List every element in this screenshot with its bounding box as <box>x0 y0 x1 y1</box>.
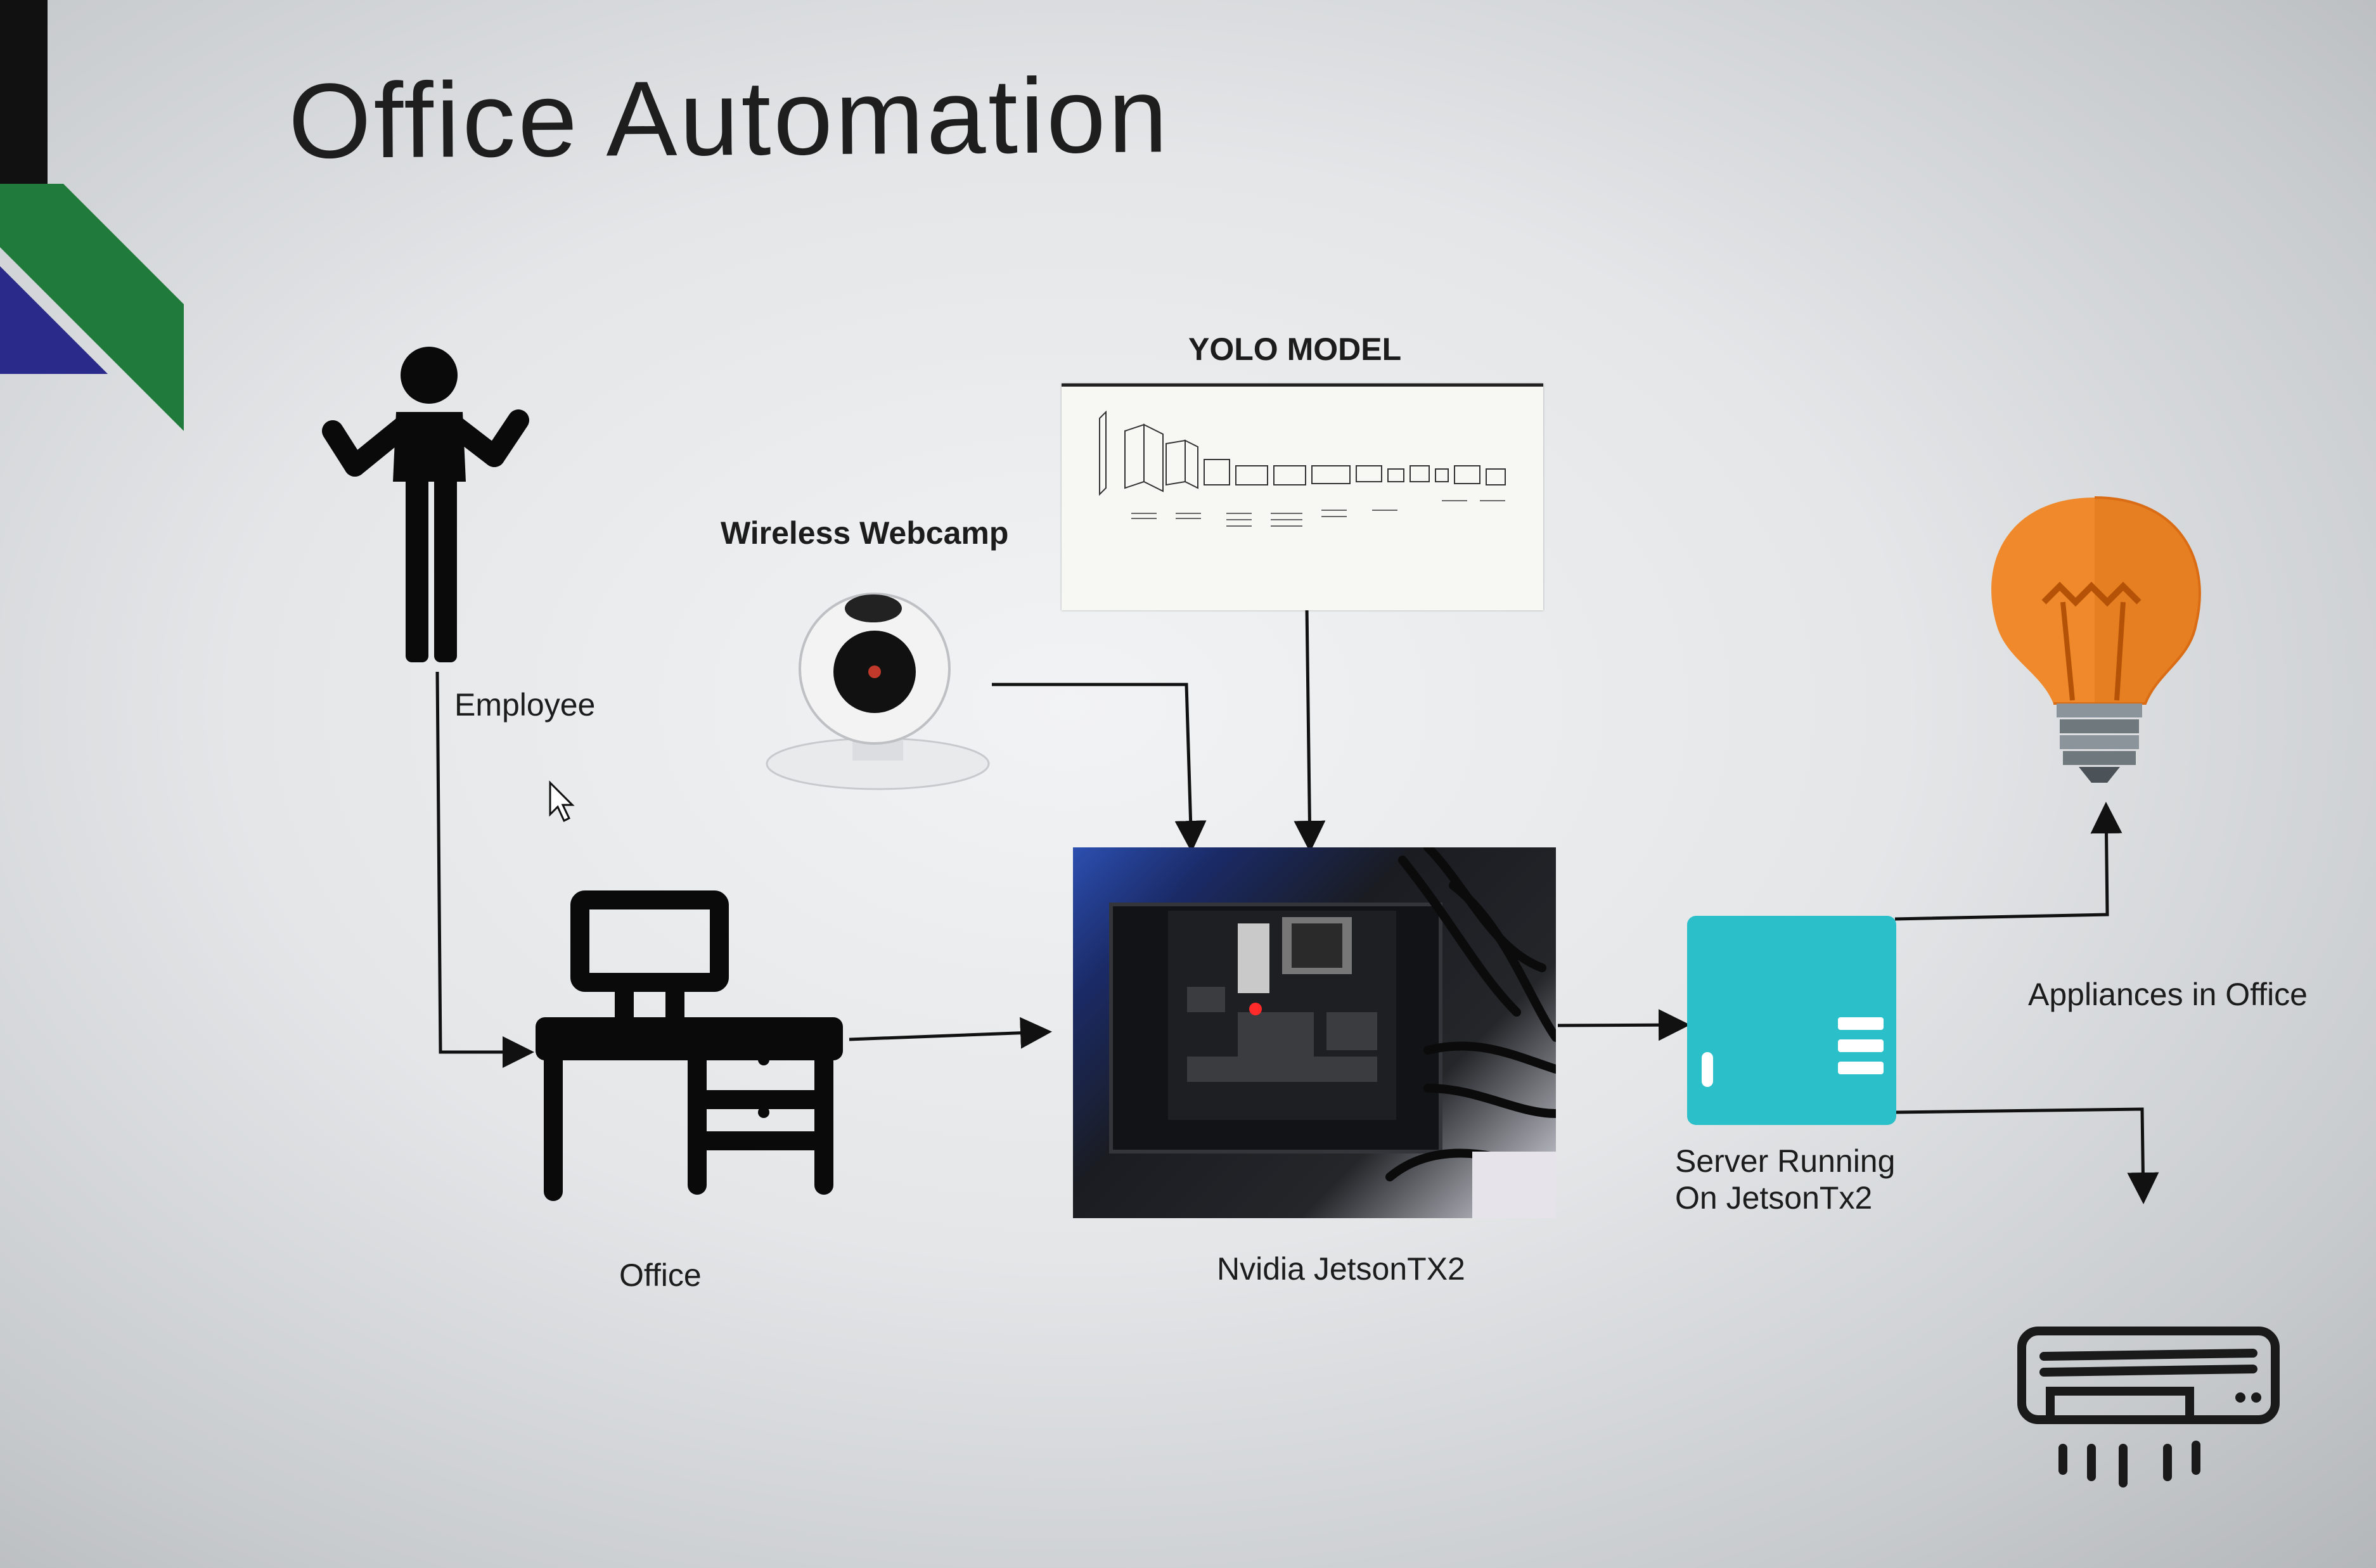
jetson-board-image <box>1073 847 1556 1218</box>
yolo-architecture-image <box>1062 383 1543 610</box>
employee-label: Employee <box>454 687 596 723</box>
arrow-employee-to-office <box>435 671 534 1068</box>
arrow-office-to-jetson <box>849 1017 1052 1049</box>
arrow-yolo-to-jetson <box>1294 607 1326 852</box>
appliances-label: Appliances in Office <box>2028 977 2308 1012</box>
arrow-webcam-to-jetson <box>992 683 1207 852</box>
arrow-server-to-ac <box>1894 1107 2159 1204</box>
jetson-label: Nvidia JetsonTX2 <box>1217 1250 1465 1287</box>
server-label: Server Running On JetsonTx2 <box>1675 1143 1895 1216</box>
office-label: Office <box>619 1257 702 1293</box>
server-label-line2: On JetsonTx2 <box>1675 1180 1873 1216</box>
server-label-line1: Server Running <box>1675 1143 1896 1179</box>
arrow-server-to-bulb <box>1894 802 2122 921</box>
yolo-label: YOLO MODEL <box>1188 331 1402 367</box>
jetson-label-text: Nvidia JetsonTX2 <box>1217 1251 1465 1287</box>
webcam-label: Wireless Webcamp <box>721 515 1009 551</box>
